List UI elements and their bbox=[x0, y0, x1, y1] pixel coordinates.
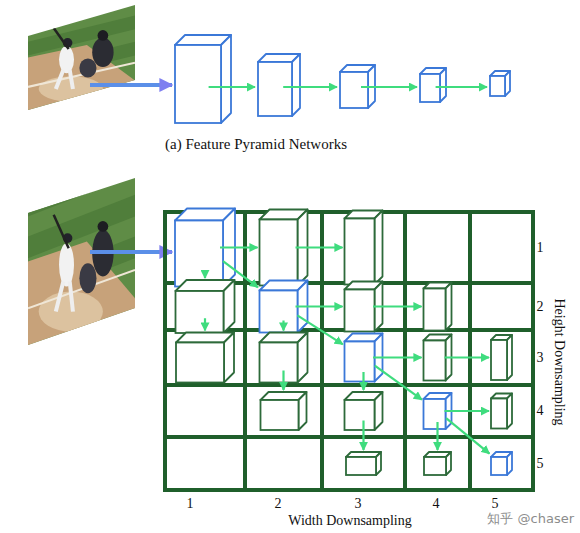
flow-arrow bbox=[362, 372, 364, 390]
feature-map bbox=[424, 283, 452, 331]
flow-arrow bbox=[204, 272, 206, 279]
flow-arrow bbox=[373, 305, 422, 307]
column-number: 4 bbox=[433, 496, 440, 512]
flow-arrow bbox=[223, 261, 258, 287]
feature-map bbox=[346, 452, 381, 475]
flow-arrow bbox=[282, 371, 284, 391]
feature-map bbox=[261, 392, 307, 430]
flow-arrow bbox=[446, 418, 489, 454]
flow-arrow bbox=[296, 246, 343, 248]
flow-arrow bbox=[373, 356, 422, 358]
flow-arrow bbox=[282, 321, 284, 331]
flow-arrow bbox=[375, 366, 422, 400]
watermark: 知乎 @chaser bbox=[487, 512, 574, 527]
row-number: 5 bbox=[537, 455, 544, 471]
feature-map bbox=[176, 333, 234, 383]
flow-arrow bbox=[361, 86, 417, 88]
row-number: 4 bbox=[537, 403, 544, 419]
feature-map bbox=[490, 71, 510, 96]
grid bbox=[163, 210, 535, 492]
feature-map bbox=[491, 335, 512, 380]
column-number: 5 bbox=[492, 496, 499, 512]
flow-arrow bbox=[283, 86, 337, 88]
flow-arrow bbox=[445, 356, 490, 358]
flow-arrow bbox=[362, 421, 364, 451]
input-arrow bbox=[90, 83, 172, 87]
figure-caption: (a) Feature Pyramid Networks bbox=[165, 136, 347, 153]
column-number: 3 bbox=[355, 496, 362, 512]
feature-map bbox=[420, 68, 446, 102]
feature-map bbox=[424, 452, 451, 475]
flow-arrow bbox=[204, 318, 206, 330]
row-number: 2 bbox=[537, 298, 544, 314]
baseball-photo bbox=[28, 153, 135, 345]
flow-arrow bbox=[296, 305, 343, 307]
feature-map bbox=[491, 452, 512, 475]
flow-arrow bbox=[445, 410, 490, 412]
feature-map bbox=[258, 54, 300, 116]
flow-arrow bbox=[209, 86, 255, 88]
input-arrow bbox=[90, 250, 172, 254]
row-number: 1 bbox=[537, 239, 544, 255]
flow-arrow bbox=[297, 315, 342, 344]
column-number: 1 bbox=[187, 496, 194, 512]
flow-arrow bbox=[436, 422, 438, 450]
column-number: 2 bbox=[275, 496, 282, 512]
axis-title: Width Downsampling bbox=[288, 513, 411, 529]
feature-map bbox=[345, 211, 383, 285]
feature-map bbox=[491, 394, 512, 429]
feature-map bbox=[176, 280, 235, 333]
baseball-photo bbox=[28, 0, 135, 110]
row-number: 3 bbox=[537, 349, 544, 365]
flow-arrow bbox=[220, 246, 258, 248]
flow-arrow bbox=[436, 86, 487, 88]
axis-title: Height Downsampling bbox=[551, 298, 567, 425]
feature-map bbox=[175, 35, 231, 123]
